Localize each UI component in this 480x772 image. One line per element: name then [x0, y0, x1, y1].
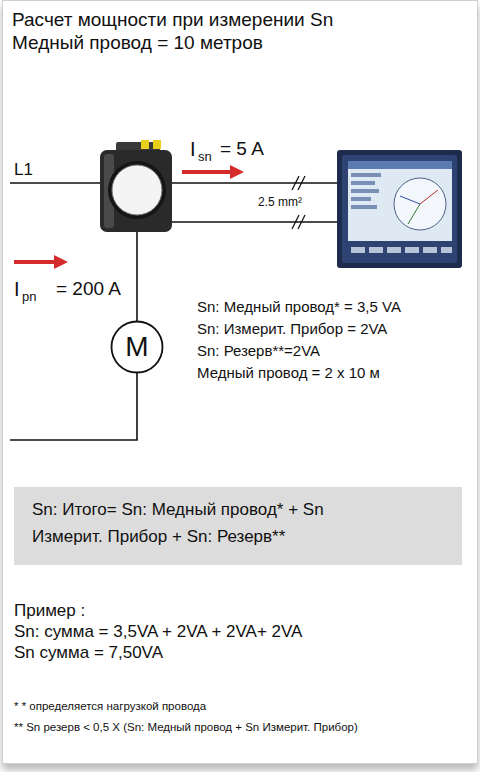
meter-button: [405, 247, 419, 253]
motor-circle: M: [110, 320, 164, 374]
footnote: * * определяется нагрузкой провода: [14, 700, 469, 713]
wire-slash: [292, 176, 299, 190]
footnote: ** Sn резерв < 0,5 X (Sn: Медный провод …: [14, 721, 474, 734]
phasor-line: [408, 204, 420, 224]
ct-hole-edge: [112, 165, 162, 215]
ct-body: [100, 150, 172, 232]
example-heading: Пример :: [14, 601, 454, 621]
secondary-wire: [172, 221, 338, 223]
meter-bezel: [342, 155, 457, 263]
current-subscript: pn: [22, 290, 52, 305]
burden-line: Sn: Медный провод* = 3,5 VA: [197, 298, 467, 315]
burden-line: Sn: Измерит. Прибор = 2VA: [197, 320, 467, 337]
current-transformer: [100, 140, 172, 232]
ct-screw: [141, 140, 149, 149]
phase-wire: [10, 182, 100, 184]
screen-header: [348, 161, 452, 169]
wire-slash: [298, 215, 305, 229]
phase-label: L1: [14, 160, 74, 180]
screen-bar: [351, 189, 379, 193]
current-subscript: sn: [198, 150, 220, 165]
current-value: = 200 A: [56, 278, 186, 300]
wire-section: 2.5 mm²: [258, 196, 338, 210]
motor-wire: [136, 232, 138, 321]
meter-button: [441, 247, 452, 253]
meter-button: [423, 247, 437, 253]
formula-text: Sn: Итого= Sn: Медный провод* + Sn Измер…: [32, 496, 324, 550]
phasor-circle: [394, 178, 446, 230]
screen-bar: [351, 181, 375, 185]
burden-line: Медный провод = 2 x 10 м: [197, 364, 467, 381]
screen-bar: [351, 205, 377, 209]
wire-slash: [292, 215, 299, 229]
formula-box: Sn: Итого= Sn: Медный провод* + Sn Измер…: [14, 487, 462, 565]
ct-screw: [153, 140, 161, 149]
example-line: Sn: сумма = 3,5VA + 2VA + 2VA+ 2VA: [14, 622, 464, 642]
meter-button: [387, 247, 401, 253]
current-arrow-head: [54, 255, 68, 269]
screen-bar: [351, 173, 381, 177]
motor-outline-circle: [112, 322, 163, 373]
secondary-wire: [172, 182, 338, 184]
current-arrow-head: [230, 165, 244, 179]
phasor-line: [420, 190, 438, 204]
meter-button: [369, 247, 383, 253]
wire-slash: [298, 176, 305, 190]
diagram-title: Расчет мощности при измерении Sn Медный …: [12, 8, 372, 54]
meter-button: [351, 247, 365, 253]
return-wire: [10, 373, 137, 440]
meter-frame: [337, 150, 462, 268]
phasor-line: [400, 196, 420, 204]
burden-line: Sn: Резерв**=2VA: [197, 342, 467, 359]
meter-screen: [348, 161, 452, 241]
motor-letter: M: [125, 333, 148, 361]
screen-bar: [351, 197, 371, 201]
example-line: Sn сумма = 7,50VA: [14, 643, 464, 663]
ct-hole: [112, 165, 162, 215]
current-arrow: [14, 260, 56, 264]
ct-ring: [108, 161, 166, 219]
current-value: = 5 A: [220, 138, 330, 160]
power-meter: [337, 150, 462, 268]
current-arrow: [182, 170, 232, 174]
